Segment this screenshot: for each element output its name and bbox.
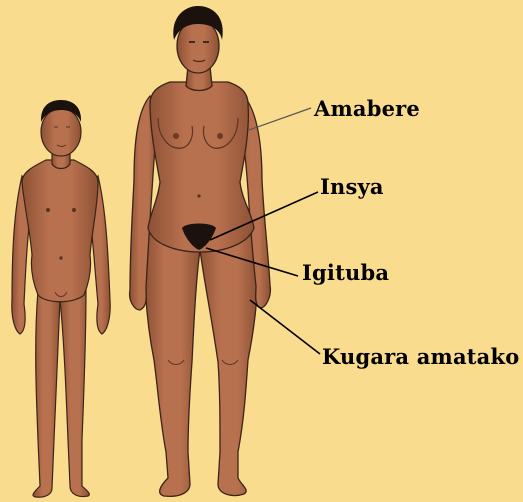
label-pubic-hair: Insya: [320, 174, 384, 199]
label-breasts: Amabere: [314, 96, 420, 121]
pointer-breasts: [249, 108, 311, 130]
child-figure: [12, 108, 110, 497]
label-wide-hips: Kugara amatako: [322, 344, 519, 369]
woman-figure: [130, 19, 271, 496]
label-hips: Igituba: [302, 260, 389, 285]
pointer-wide-hips: [250, 300, 320, 354]
